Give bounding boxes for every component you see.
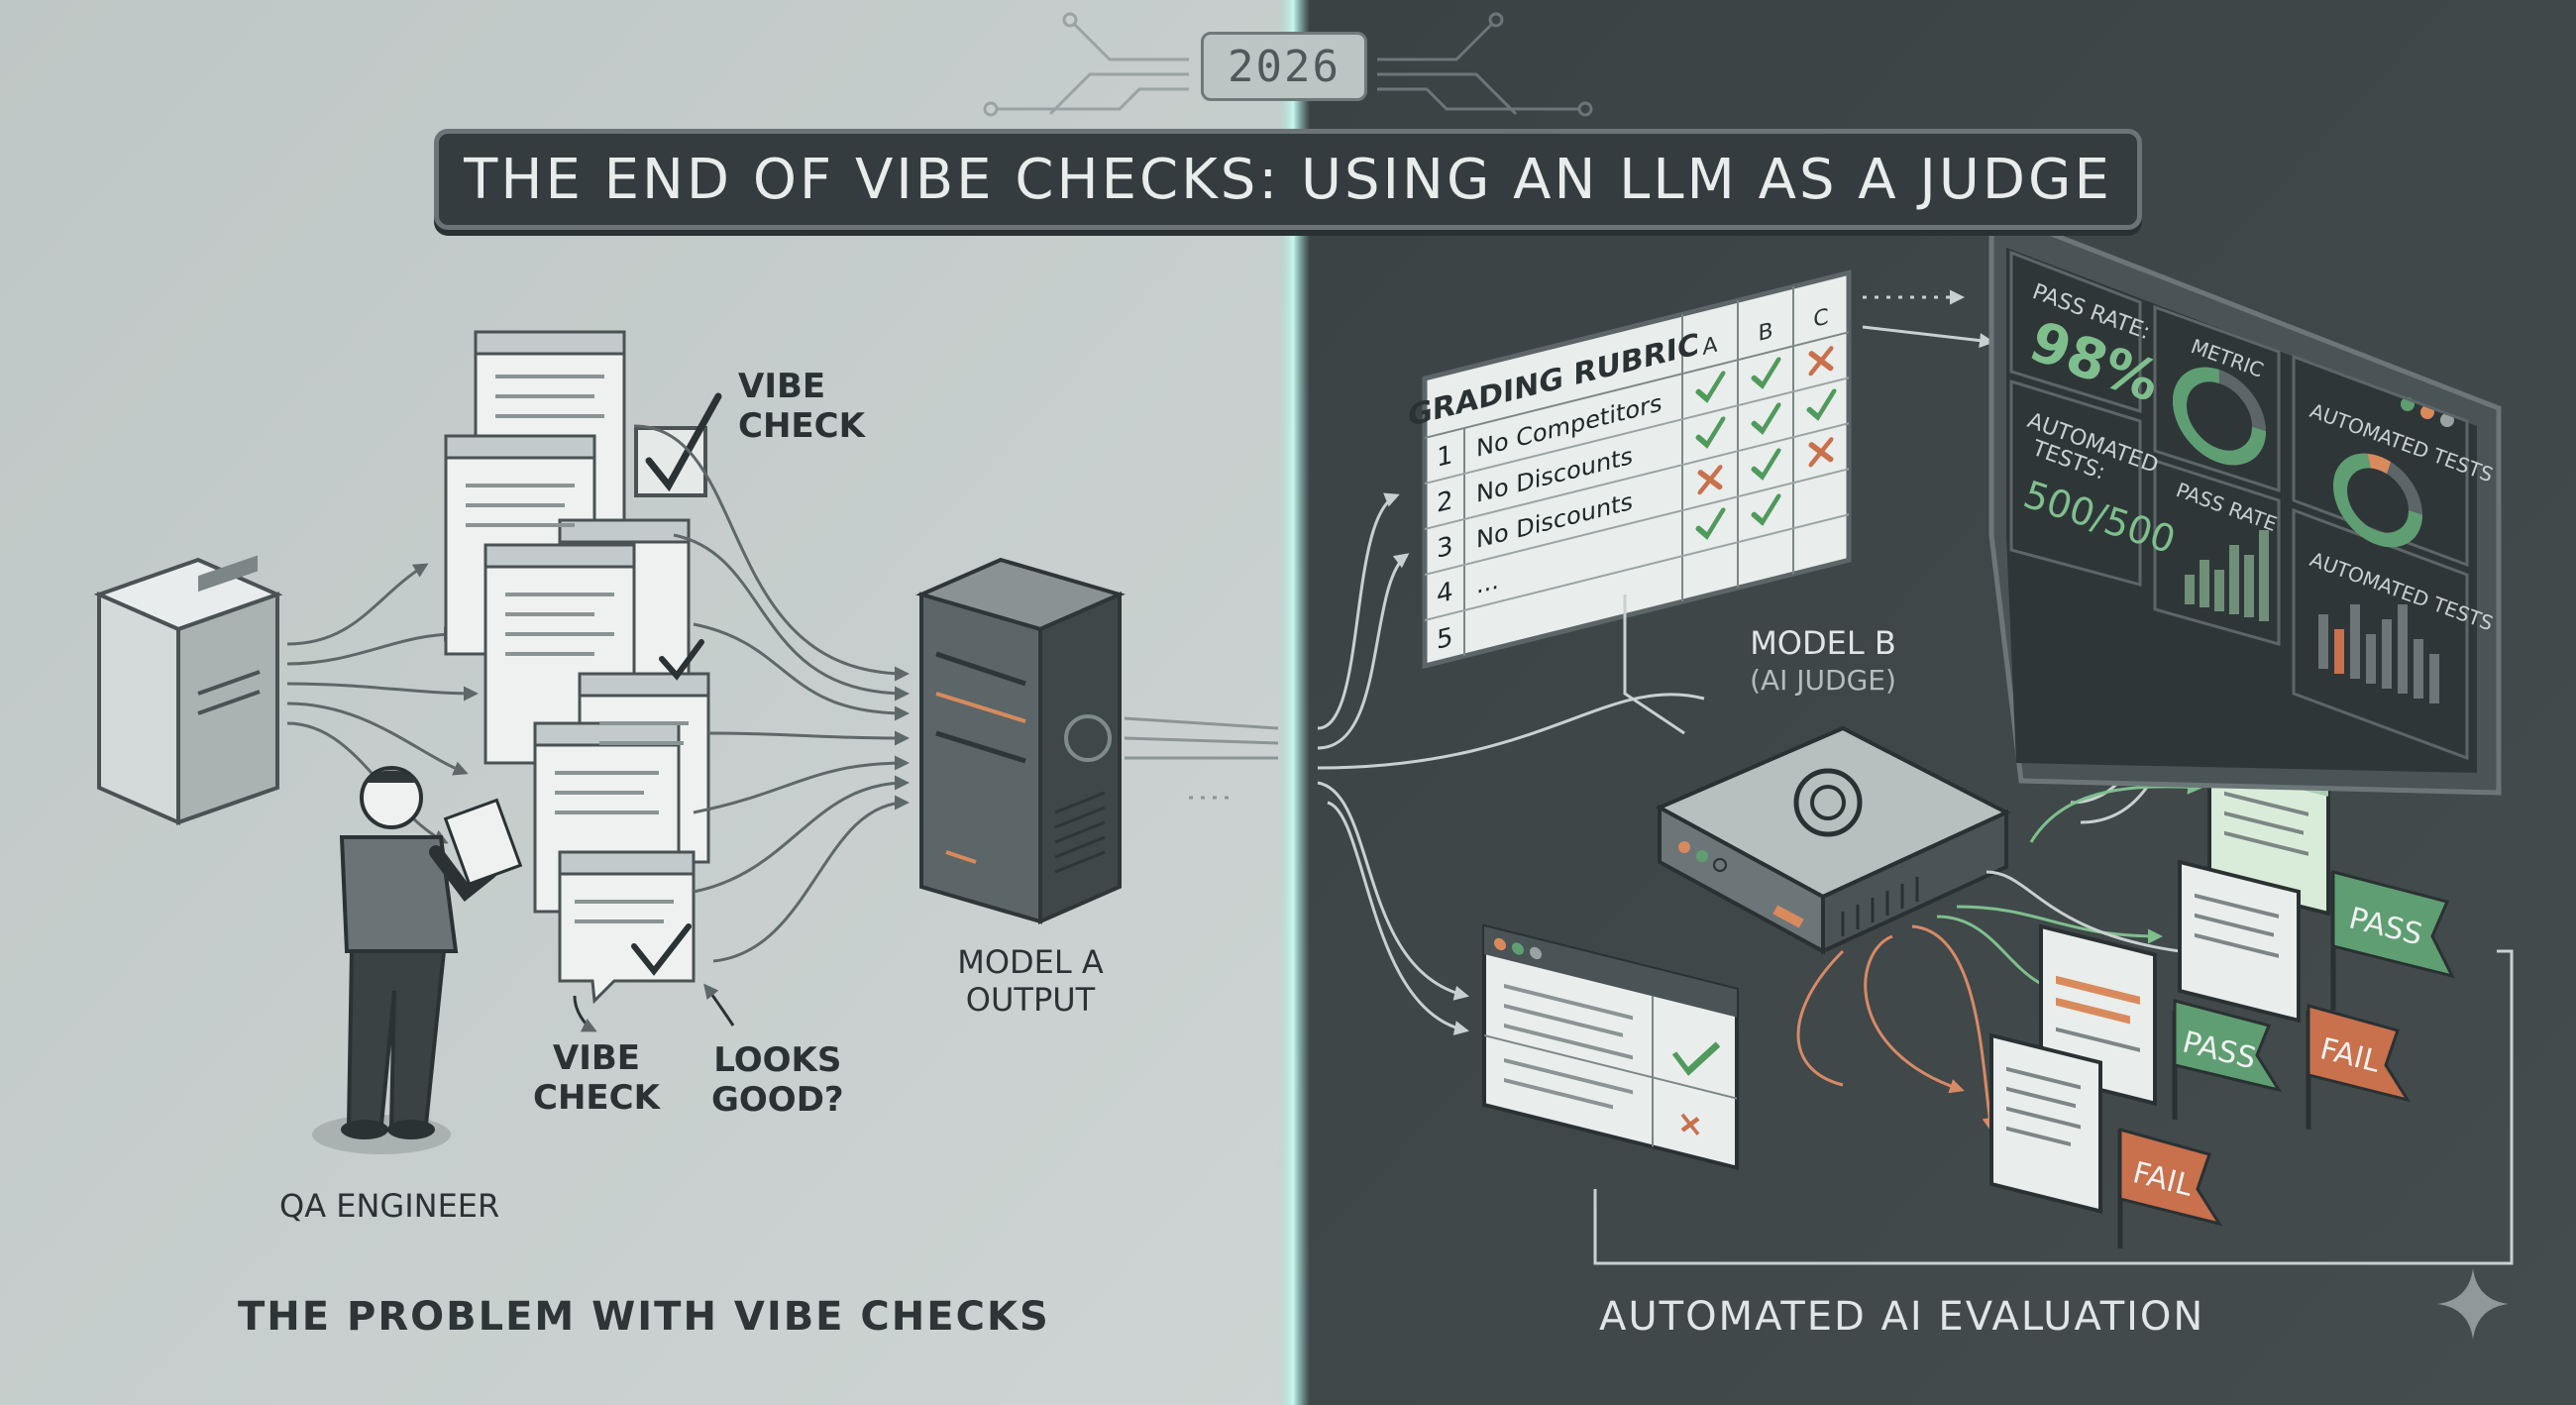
report-paper: [443, 798, 523, 887]
rubric-row-label: ...: [1476, 566, 1499, 599]
rubric-column-a: A: [1702, 331, 1718, 361]
ai-logo-icon: [1064, 714, 1112, 762]
model-b-label: MODEL B (AI JUDGE): [1724, 624, 1922, 700]
looks-good-arrow: [703, 983, 735, 1027]
rubric-check-icon: [1695, 507, 1726, 540]
docs-to-model-arrows: [633, 424, 910, 963]
rubric-row-number: 2: [1437, 485, 1453, 519]
document-stack: [444, 330, 710, 1005]
model-b-line2: (AI JUDGE): [1750, 664, 1896, 697]
vibe-check-bottom-line2: CHECK: [533, 1078, 660, 1118]
flag-fail-2: FAIL: [2117, 1128, 2223, 1248]
vibe-check-arrow: [573, 995, 597, 1032]
rubric-row-number: 4: [1437, 576, 1453, 610]
flag-fail-1: FAIL: [2306, 1004, 2412, 1130]
rubric-check-icon: [1751, 357, 1781, 389]
model-a-label: MODEL A OUTPUT: [951, 943, 1110, 1019]
rubric-row-number: 3: [1437, 530, 1453, 565]
dashboard-monitor: PASS RATE: 98% METRIC AUTOMATED TESTS AU…: [1988, 223, 2502, 796]
circuit-traces: [983, 12, 1593, 117]
rubric-cross-icon: [1808, 346, 1834, 377]
vibe-check-mark-2: [659, 639, 704, 681]
doc-7: [558, 850, 696, 1005]
judge-logo-icon: [1793, 768, 1863, 837]
rubric-column-c: C: [1813, 304, 1828, 333]
rubric-check-icon: [1806, 388, 1837, 421]
rubric-check-icon: [1751, 402, 1781, 435]
rubric-row-number: 1: [1437, 439, 1453, 474]
fail-cross-icon: [1680, 1113, 1700, 1135]
rubric-check-icon: [1751, 493, 1781, 526]
center-connectors: [1124, 716, 1279, 800]
qa-engineer-figure: [312, 766, 523, 1154]
rubric-column-b: B: [1758, 318, 1772, 347]
page-title: THE END OF VIBE CHECKS: USING AN LLM AS …: [434, 129, 2142, 230]
model-a-line1: MODEL A: [957, 943, 1104, 981]
year-badge: 2026: [1201, 32, 1367, 101]
metric-donut: [2173, 367, 2266, 466]
rubric-check-icon: [1695, 416, 1726, 449]
rubric-row-number: 5: [1437, 621, 1453, 656]
vibe-checkbox: [634, 392, 722, 497]
vibe-check-mark-3: [631, 923, 692, 976]
looks-good-label: LOOKS GOOD?: [711, 1040, 844, 1120]
automated-tests-donut: [2333, 453, 2422, 548]
result-window: [1482, 923, 1739, 1171]
model-a-line2: OUTPUT: [965, 981, 1096, 1019]
rubric-check-icon: [1695, 371, 1726, 403]
vibe-check-bottom-line1: VIBE: [552, 1038, 641, 1078]
looks-good-line1: LOOKS: [713, 1040, 842, 1080]
pass-check-icon: [1671, 1041, 1721, 1076]
left-caption: THE PROBLEM WITH VIBE CHECKS: [238, 1294, 1050, 1340]
vibe-check-top-line2: CHECK: [738, 406, 865, 446]
vibe-check-bottom-label: VIBE CHECK: [533, 1038, 660, 1118]
source-server: [93, 555, 283, 826]
flag-pass-1: PASS: [2330, 870, 2455, 1011]
model-b-line1: MODEL B: [1750, 624, 1896, 662]
rubric-check-icon: [1751, 448, 1781, 481]
rubric-cross-icon: [1808, 437, 1834, 468]
model-a-server: [915, 557, 1126, 925]
qa-engineer-label: QA ENGINEER: [279, 1187, 500, 1225]
pass-rate-bars: [2185, 530, 2269, 621]
right-caption: AUTOMATED AI EVALUATION: [1599, 1294, 2205, 1340]
left-flow-arrows: [286, 563, 479, 844]
model-b-judge: [1655, 725, 2011, 955]
divider-glow: [1278, 0, 1310, 1405]
vibe-check-top-line1: VIBE: [738, 367, 826, 406]
vibe-check-top-label: VIBE CHECK: [738, 367, 865, 446]
looks-good-line2: GOOD?: [711, 1080, 844, 1120]
rubric-cross-icon: [1697, 465, 1723, 495]
flag-pass-2: PASS: [2172, 999, 2283, 1120]
sparkle-icon: [2437, 1268, 2509, 1340]
automated-tests-bars: [2318, 604, 2439, 703]
